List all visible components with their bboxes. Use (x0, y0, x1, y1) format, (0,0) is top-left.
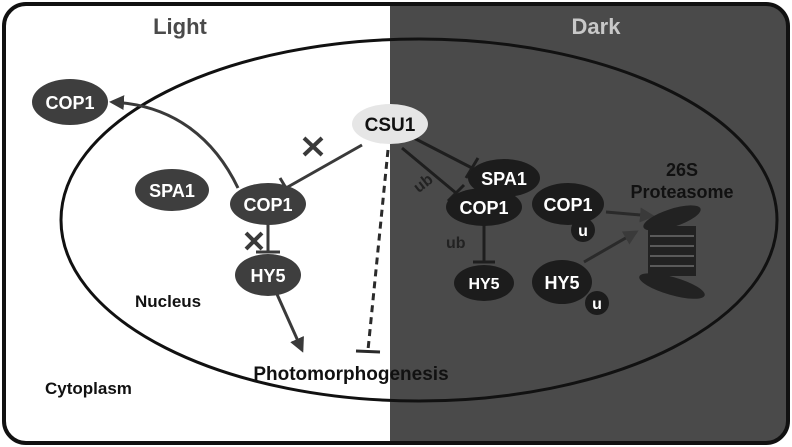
ub-label-lower: ub (446, 235, 466, 252)
hy5-light-node (235, 254, 301, 296)
blocked-mark-lower (244, 231, 264, 251)
hy5-ub-to-proteasome (583, 230, 639, 264)
blocked-mark-upper (302, 136, 324, 157)
cop1-ub-node (532, 183, 604, 225)
csu1-ubiquitinates-cop1-dark (401, 146, 457, 195)
csu1-node (352, 104, 428, 144)
cop1-light-node (230, 183, 306, 225)
spa1-light-node (135, 169, 209, 211)
nucleus-boundary (59, 37, 779, 403)
csu1-dashed-inhibition-bar (355, 349, 381, 354)
photomorphogenesis-label: Photomorphogenesis (253, 364, 448, 385)
spa1-light-label: SPA1 (149, 181, 195, 201)
csu1-inhibits-cop1-light (285, 143, 363, 190)
hy5-ub-label: HY5 (544, 273, 579, 293)
export-arrow (109, 95, 240, 189)
proteasome-icon (639, 205, 705, 299)
hy5-ub-tag (585, 291, 609, 315)
cop1-cytoplasm-label: COP1 (45, 93, 94, 113)
dark-title: Dark (572, 14, 622, 39)
proteasome-label-line2: Proteasome (630, 182, 733, 202)
hy5-light-label: HY5 (250, 266, 285, 286)
csu1-dashed-inhibition (366, 149, 390, 351)
hy5-ub-node (532, 260, 592, 304)
cop1-dark-label: COP1 (459, 198, 508, 218)
spa1-dark-node (468, 159, 540, 197)
hy5-dark-node (454, 265, 514, 301)
cop1-light-label: COP1 (243, 195, 292, 215)
cop1-ub-label: COP1 (543, 195, 592, 215)
hy5-promotes-photomorphogenesis (274, 291, 304, 353)
cytoplasm-label: Cytoplasm (45, 379, 132, 398)
cop1-dark-node (446, 188, 522, 226)
nucleus-label: Nucleus (135, 292, 201, 311)
proteasome-label-line1: 26S (666, 160, 698, 180)
hy5-ub-tag-label: u (592, 296, 602, 313)
cop1-ub-tag (571, 218, 595, 242)
csu1-inhibits-spa1-dark (407, 133, 473, 170)
cop1-cytoplasm-node (32, 79, 108, 125)
csu1-inhibits-spa1-dark-bar (464, 157, 480, 179)
spa1-dark-label: SPA1 (481, 169, 527, 189)
cop1-ub-to-proteasome (605, 207, 655, 223)
cop1-ub-tag-label: u (578, 223, 588, 240)
light-title: Light (153, 14, 207, 39)
csu1-label: CSU1 (365, 115, 416, 136)
hy5-dark-label: HY5 (468, 276, 499, 293)
